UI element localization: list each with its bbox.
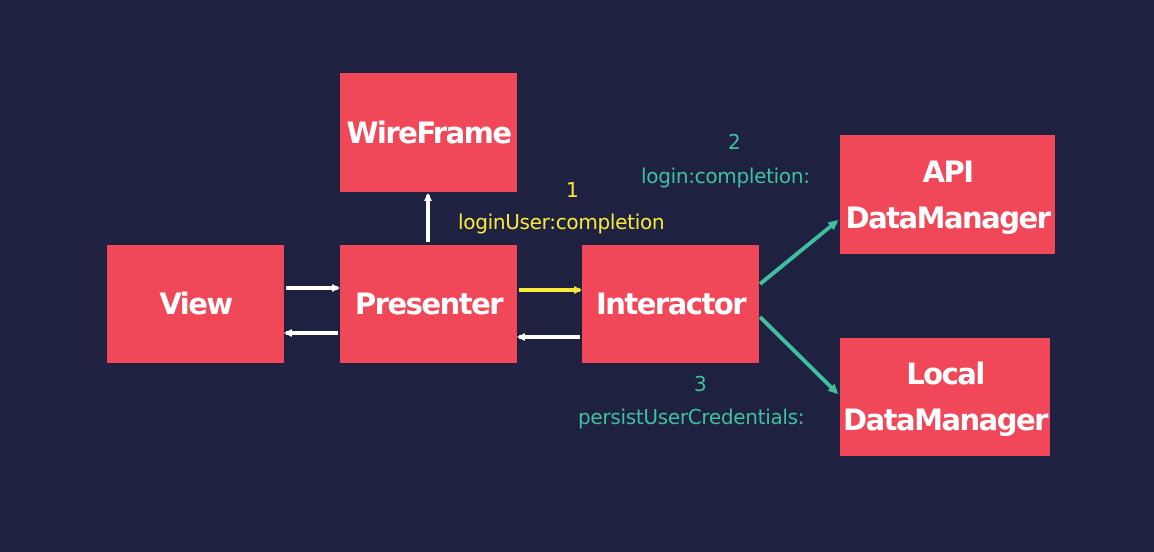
node-presenter: Presenter bbox=[340, 245, 517, 363]
step3-message: persistUserCredentials: bbox=[578, 405, 805, 429]
node-api-label-line1: API bbox=[922, 154, 975, 189]
arrow-interactor-to-api bbox=[758, 220, 839, 286]
step1-message: loginUser:completion bbox=[458, 210, 665, 234]
step2-number: 2 bbox=[728, 130, 741, 154]
node-local-label-line2: DataManager bbox=[843, 403, 1048, 437]
node-api-datamanager: API DataManager bbox=[840, 135, 1055, 254]
node-presenter-label: Presenter bbox=[354, 287, 504, 321]
node-view-label: View bbox=[159, 287, 233, 321]
node-wireframe-label: WireFrame bbox=[346, 115, 512, 150]
node-interactor: Interactor bbox=[582, 245, 759, 363]
node-wireframe: WireFrame bbox=[340, 73, 517, 192]
arrow-interactor-to-local bbox=[758, 315, 839, 395]
node-interactor-label: Interactor bbox=[595, 287, 747, 321]
step3-number: 3 bbox=[694, 372, 707, 396]
step1-number: 1 bbox=[566, 178, 579, 202]
step2-message: login:completion: bbox=[641, 164, 810, 188]
node-local-datamanager: Local DataManager bbox=[840, 338, 1050, 456]
node-view: View bbox=[107, 245, 284, 363]
node-api-label-line2: DataManager bbox=[845, 200, 1051, 235]
node-local-label-line1: Local bbox=[906, 357, 985, 391]
